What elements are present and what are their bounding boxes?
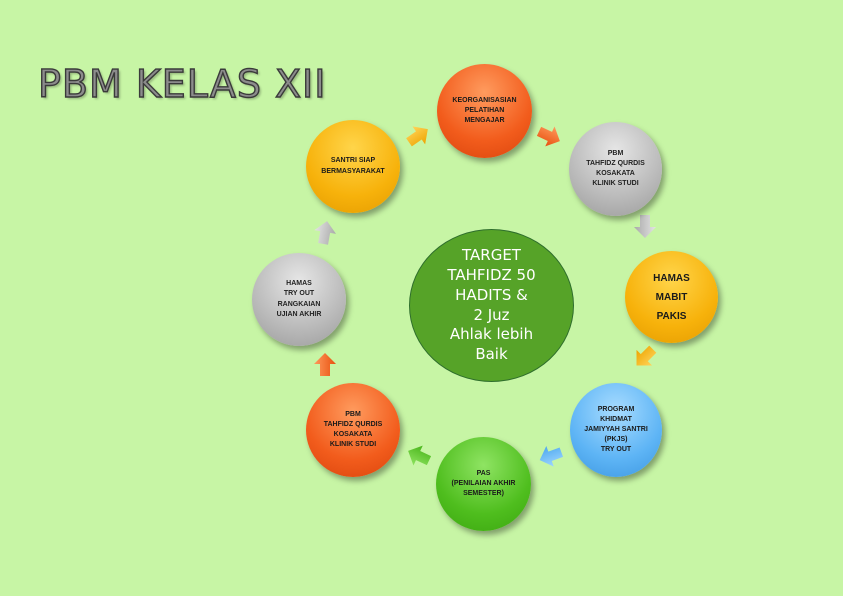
node-label: MABIT (655, 291, 688, 303)
node-label: PAS (476, 469, 491, 477)
page-title: PBM KELAS XII (37, 61, 327, 106)
node-label: PBM (345, 410, 361, 418)
node-label: (PKJS) (604, 436, 628, 444)
node-label: TRY OUT (283, 290, 315, 298)
arrow-4-icon (539, 446, 564, 467)
node-label: HAMAS (286, 280, 312, 288)
hub-line: TARGET (462, 246, 521, 265)
node-label: SANTRI SIAP (330, 157, 376, 165)
node-label: KHIDMAT (600, 415, 632, 423)
node-hamas-mabit: HAMAS MABIT PAKIS (625, 251, 718, 343)
node-label: RANGKAIAN (277, 300, 321, 308)
node-keorganisasian: KEORGANISASIAN PELATIHAN MENGAJAR (437, 64, 532, 158)
node-santri-siap: SANTRI SIAP BERMASYARAKAT (306, 120, 400, 213)
hub-line: HADITS & (455, 285, 528, 304)
arrow-8-icon (406, 126, 428, 147)
arrow-7-icon (314, 221, 337, 245)
node-program-khidmat: PROGRAM KHIDMAT JAMIYYAH SANTRI (PKJS) T… (570, 383, 662, 477)
node-label: PELATIHAN (464, 106, 505, 114)
arrow-2-icon (634, 215, 656, 238)
node-label: TRY OUT (600, 446, 632, 454)
node-label: PAKIS (656, 310, 687, 322)
node-label: PBM (607, 149, 624, 157)
node-label: JAMIYYAH SANTRI (584, 425, 648, 433)
node-label: PROGRAM (597, 405, 635, 413)
arrow-3-icon (636, 345, 657, 366)
node-pas: PAS (PENILAIAN AKHIR SEMESTER) (436, 437, 531, 531)
node-label: KOSAKATA (596, 170, 635, 177)
hub-line: TAHFIDZ 50 (447, 265, 536, 284)
node-label: BERMASYARAKAT (321, 167, 385, 175)
node-label: HAMAS (653, 272, 690, 284)
center-target-circle: TARGET TAHFIDZ 50 HADITS & 2 Juz Ahlak l… (409, 229, 574, 382)
node-pbm-top: PBM TAHFIDZ QURDIS KOSAKATA KLINIK STUDI (569, 122, 662, 216)
node-label: KLINIK STUDI (592, 180, 639, 188)
arrow-5-icon (408, 445, 432, 466)
node-label: KEORGANISASIAN (452, 96, 517, 104)
node-label: TAHFIDZ QURDIS (586, 159, 645, 167)
node-label: TAHFIDZ QURDIS (323, 420, 383, 428)
node-pbm-bottom: PBM TAHFIDZ QURDIS KOSAKATA KLINIK STUDI (306, 383, 400, 477)
node-label: UJIAN AKHIR (276, 310, 322, 318)
arrow-1-icon (536, 126, 560, 147)
hub-line: Ahlak lebih (449, 325, 534, 344)
hub-line: Baik (475, 345, 508, 364)
node-label: KLINIK STUDI (329, 441, 377, 449)
node-label: MENGAJAR (464, 117, 505, 125)
arrow-6-icon (314, 353, 336, 376)
node-hamas-tryout: HAMAS TRY OUT RANGKAIAN UJIAN AKHIR (252, 253, 346, 346)
node-label: KOSAKATA (333, 431, 373, 438)
hub-line: 2 Juz (473, 305, 510, 324)
node-label: SEMESTER) (463, 490, 504, 498)
node-label: (PENILAIAN AKHIR (451, 479, 516, 487)
